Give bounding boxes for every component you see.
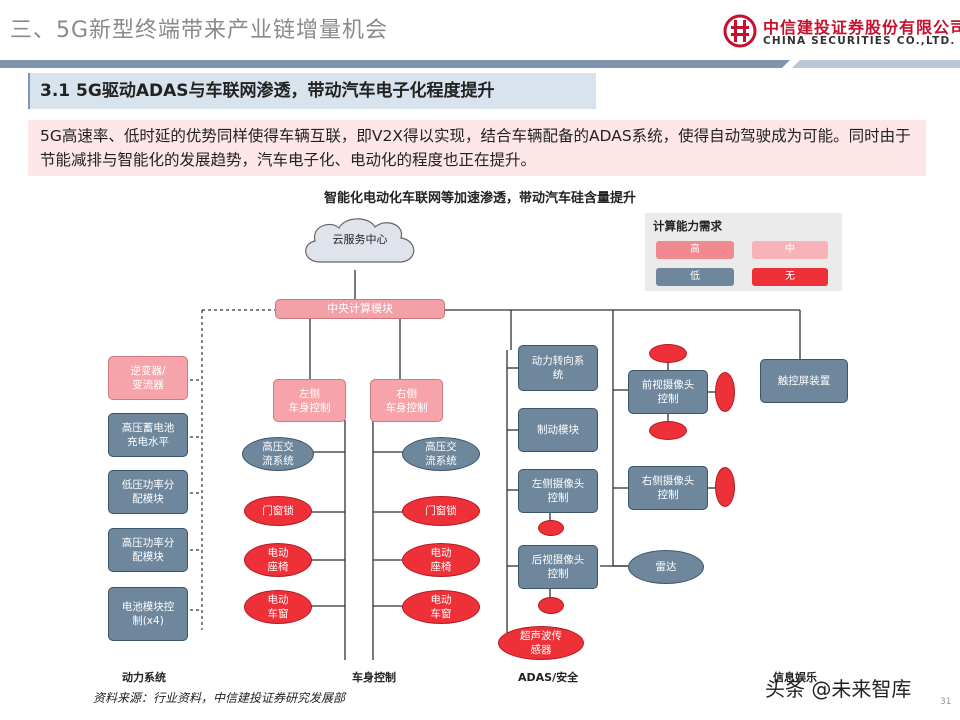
logo-english-name: CHINA SECURITIES CO.,LTD.: [763, 35, 956, 47]
right-power-seat-node: 电动 座椅: [402, 543, 480, 577]
source-note: 资料来源：行业资料，中信建投证券研究发展部: [93, 691, 346, 705]
header-band: [0, 60, 960, 68]
power-steering-node: 动力转向系 统: [518, 345, 598, 391]
page-number: 31: [940, 697, 952, 707]
diagram-title: 智能化电动化车联网等加速渗透，带动汽车硅含量提升: [323, 191, 636, 206]
company-logo-icon: [723, 14, 757, 48]
logo-chinese-name: 中信建投证券股份有限公司: [763, 18, 960, 37]
front-camera-sensor-side: [715, 372, 735, 412]
left-camera-sensor: [538, 520, 564, 536]
brake-module-node: 制动模块: [518, 408, 598, 452]
front-camera-ctrl-node: 前视摄像头 控制: [628, 370, 708, 414]
front-camera-sensor-top: [649, 344, 687, 363]
right-body-ctrl-node: 右侧 车身控制: [370, 379, 443, 422]
legend-title: 计算能力需求: [653, 219, 722, 233]
left-door-lock-node: 门窗锁: [244, 496, 312, 526]
inverter-node: 逆变器/ 变流器: [108, 356, 188, 400]
radar-node: 雷达: [628, 550, 704, 584]
legend-mid: 中: [752, 241, 828, 259]
page-title: 三、5G新型终端带来产业链增量机会: [10, 18, 389, 43]
hv-battery-node: 高压蓄电池 充电水平: [108, 413, 188, 457]
intro-paragraph: 5G高速率、低时延的优势同样使得车辆互联，即V2X得以实现，结合车辆配备的ADA…: [28, 120, 926, 176]
category-infotainment: 信息娱乐: [773, 671, 817, 684]
category-adas: ADAS/安全: [518, 671, 579, 684]
touchscreen-node: 触控屏装置: [760, 359, 848, 403]
legend-high: 高: [656, 241, 734, 259]
legend-low: 低: [656, 268, 734, 286]
right-camera-ctrl-node: 右侧摄像头 控制: [628, 466, 708, 510]
left-power-window-node: 电动 车窗: [244, 590, 312, 624]
right-door-lock-node: 门窗锁: [402, 496, 480, 526]
ultrasonic-sensor-node: 超声波传 感器: [498, 626, 584, 660]
right-power-window-node: 电动 车窗: [402, 590, 480, 624]
left-camera-ctrl-node: 左侧摄像头 控制: [518, 469, 598, 513]
hv-power-dist-node: 高压功率分 配模块: [108, 528, 188, 572]
category-power: 动力系统: [122, 671, 166, 684]
cloud-shape: [305, 218, 415, 263]
watermark: 头条 @未来智库: [765, 677, 912, 701]
right-camera-sensor: [715, 467, 735, 507]
left-power-seat-node: 电动 座椅: [244, 543, 312, 577]
cloud-service-center: 云服务中心: [332, 233, 388, 246]
rear-camera-sensor: [538, 597, 564, 614]
category-body: 车身控制: [352, 671, 396, 684]
central-compute-module: 中央计算模块: [275, 299, 445, 319]
left-body-ctrl-node: 左侧 车身控制: [273, 379, 346, 422]
legend-none: 无: [752, 268, 828, 286]
battery-module-ctrl-node: 电池模块控 制(x4): [108, 587, 188, 641]
section-title: 3.1 5G驱动ADAS与车联网渗透，带动汽车电子化程度提升: [28, 73, 596, 109]
lv-power-dist-node: 低压功率分 配模块: [108, 470, 188, 514]
right-hv-ac-node: 高压交 流系统: [402, 437, 480, 471]
left-hv-ac-node: 高压交 流系统: [242, 437, 314, 471]
front-camera-sensor-bottom: [649, 421, 687, 440]
rear-camera-ctrl-node: 后视摄像头 控制: [518, 545, 598, 589]
